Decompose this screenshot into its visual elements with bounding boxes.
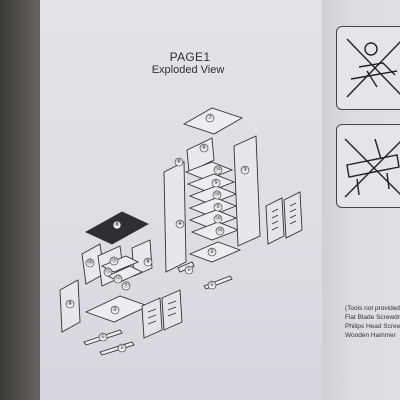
callout-3: ③ (242, 166, 247, 173)
callout-6b: ⑥ (201, 144, 206, 151)
do-not-assemble-icon (344, 138, 400, 198)
callout-9: ⑨ (67, 300, 72, 307)
tools-line: (Tools not provided) (345, 305, 400, 312)
tools-line: Wooden Hammer (345, 332, 396, 339)
tools-line: Flat Blade Screwdriver (345, 314, 400, 321)
callout-6a: ⑥ (176, 158, 181, 165)
part-4-side-panel (163, 161, 187, 273)
warning-illustration-bottom (336, 124, 400, 208)
callout-7: ⑦ (207, 114, 212, 121)
part-3-side-panel (233, 135, 261, 247)
tools-line: Philips Head Screwdriver (345, 323, 400, 330)
warning-illustration-top (336, 26, 400, 110)
callout-15: ⑮ (111, 256, 117, 264)
tools-note: (Tools not provided) Flat Blade Screwdri… (345, 304, 400, 340)
callout-11: ⑪ (123, 281, 129, 289)
callout-2a: ② (209, 248, 214, 255)
callout-8: ⑧ (114, 221, 119, 228)
tall-door-left (265, 197, 285, 245)
callout-8b: ⑧ (145, 258, 150, 265)
manual-left-page (40, 0, 332, 400)
do-not-lift-icon (346, 38, 400, 98)
callout-14b: ⑭ (214, 190, 220, 198)
callout-1d: ① (119, 344, 124, 351)
callout-2b: ② (112, 306, 117, 313)
page-title: PAGE1 (169, 50, 211, 64)
callout-14c: ⑭ (215, 214, 221, 222)
tall-door-right (283, 191, 303, 239)
page-subtitle: Exploded View (151, 64, 225, 76)
callout-4: ④ (177, 220, 182, 227)
callout-1a: ① (186, 266, 191, 273)
callout-14d: ⑭ (217, 226, 223, 234)
callout-16: ⑯ (87, 258, 93, 266)
callout-5b: ⑤ (215, 203, 220, 210)
callout-13: ⑬ (105, 267, 111, 275)
callout-12: ⑫ (115, 274, 121, 282)
callout-1b: ① (209, 281, 214, 288)
callout-1c: ① (100, 333, 105, 340)
callout-14a: ⑭ (215, 165, 221, 173)
callout-5a: ⑤ (213, 179, 218, 186)
